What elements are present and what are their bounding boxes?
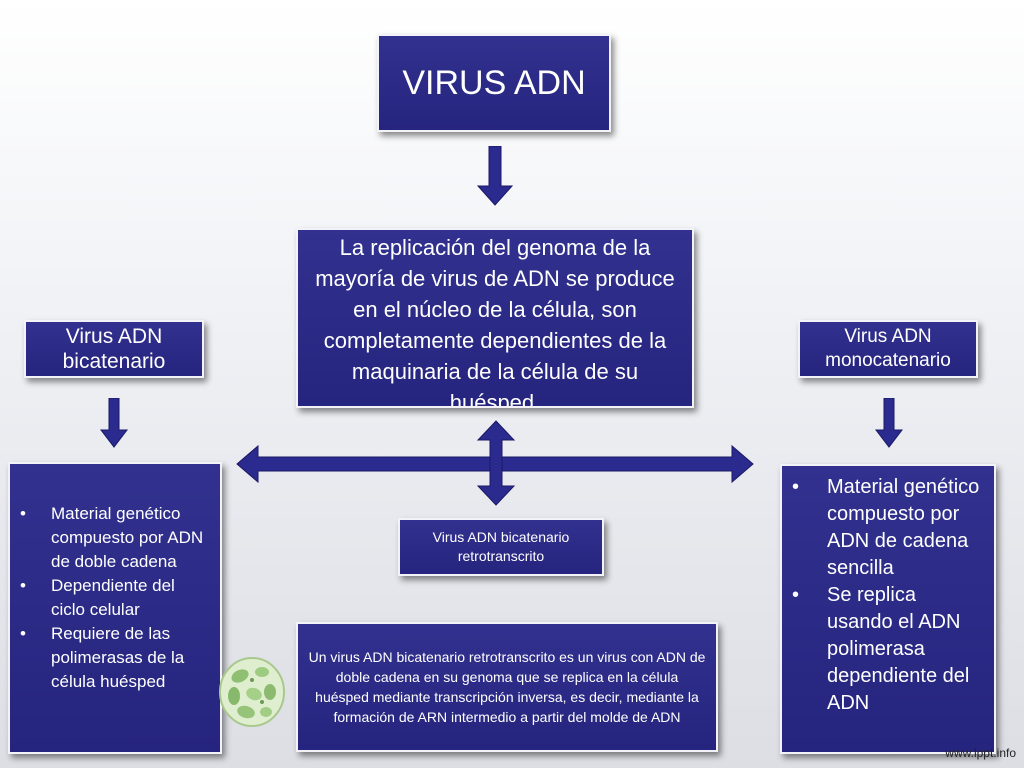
right-down-arrow-icon: [875, 398, 903, 448]
monocatenario-features-list: •Material genético compuesto por ADN de …: [790, 474, 986, 717]
down-arrow-icon: [476, 146, 514, 206]
bullet-icon: •: [792, 476, 800, 498]
monocatenario-box: Virus ADN monocatenario: [798, 320, 978, 378]
bicatenario-features-box: •Material genético compuesto por ADN de …: [8, 462, 222, 754]
cells-icon: [219, 657, 285, 727]
bicatenario-features-list: •Material genético compuesto por ADN de …: [18, 502, 212, 694]
vertical-double-arrow-icon: [476, 420, 516, 506]
title-box: VIRUS ADN: [377, 34, 611, 132]
bullet-icon: •: [20, 504, 26, 523]
replication-text: La replicación del genoma de la mayoría …: [315, 235, 675, 408]
bullet-icon: •: [20, 624, 26, 643]
list-item: •Dependiente del ciclo celular: [20, 576, 175, 619]
left-down-arrow-icon: [100, 398, 128, 448]
bicatenario-box: Virus ADN bicatenario: [24, 320, 204, 378]
retrotranscrito-description: Un virus ADN bicatenario retrotranscrito…: [308, 649, 706, 725]
list-item: •Material genético compuesto por ADN de …: [792, 476, 980, 579]
retrotranscrito-box: Virus ADN bicatenario retrotranscrito: [398, 518, 604, 576]
monocatenario-label: Virus ADN monocatenario: [825, 326, 951, 371]
list-item: •Se replica usando el ADN polimerasa dep…: [792, 584, 970, 714]
retrotranscrito-label: Virus ADN bicatenario retrotranscrito: [432, 529, 570, 564]
footer-link[interactable]: www.lppt.info: [945, 746, 1016, 760]
list-item: •Requiere de las polimerasas de la célul…: [20, 624, 185, 691]
bullet-icon: •: [792, 584, 800, 606]
bicatenario-label: Virus ADN bicatenario: [62, 325, 166, 373]
list-item: •Material genético compuesto por ADN de …: [20, 504, 204, 571]
title-text: VIRUS ADN: [402, 63, 586, 102]
retrotranscrito-description-box: Un virus ADN bicatenario retrotranscrito…: [296, 622, 718, 752]
monocatenario-features-box: •Material genético compuesto por ADN de …: [780, 464, 996, 754]
replication-box: La replicación del genoma de la mayoría …: [296, 228, 694, 408]
bullet-icon: •: [20, 576, 26, 595]
